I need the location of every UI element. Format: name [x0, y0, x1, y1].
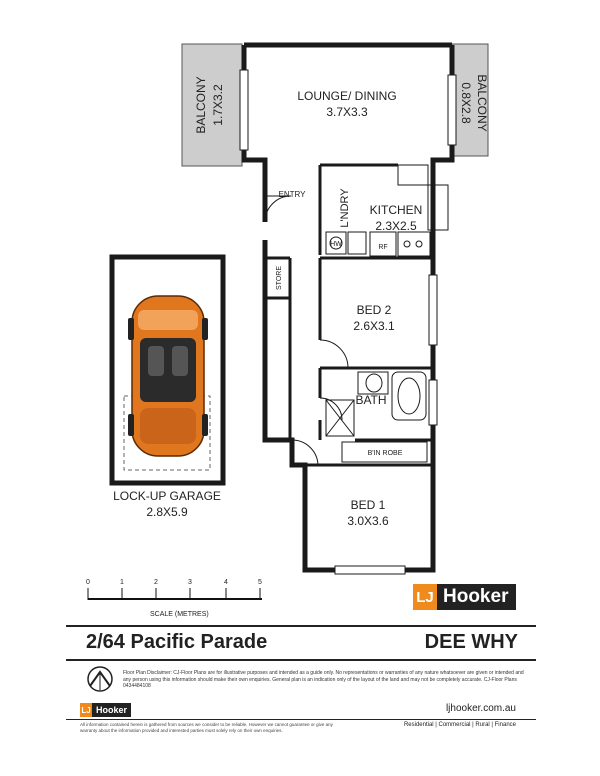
footer-divider [66, 719, 536, 720]
disclaimer-credit: CJ-Floor Plans 0434484108 [123, 676, 517, 690]
hw-label: HW [330, 241, 342, 248]
robe-label: B'IN ROBE [368, 450, 403, 457]
scale-tick: 3 [188, 579, 192, 586]
garage-size: 2.8X5.9 [146, 505, 188, 519]
windows [239, 69, 457, 575]
kitchen-size: 2.3X2.5 [375, 219, 417, 233]
balcony-left-label: BALCONY [194, 76, 208, 133]
footer-logo: LJ Hooker [80, 703, 132, 717]
lounge-label: LOUNGE/ DINING [297, 89, 396, 103]
suburb: DEE WHY [424, 631, 518, 653]
footer-url[interactable]: ljhooker.com.au [445, 703, 516, 714]
inner-walls [265, 163, 433, 467]
footer-logo-name: Hooker [92, 703, 132, 717]
disclaimer: Floor Plan Disclaimer: CJ-Floor Plans ar… [123, 670, 533, 690]
disclaimer-text: Floor Plan Disclaimer: CJ-Floor Plans ar… [123, 670, 524, 683]
footer-disclaimer: All information contained herein is gath… [80, 722, 333, 733]
bed2-label: BED 2 [357, 303, 392, 317]
footer-logo-mark: LJ [80, 703, 92, 717]
scale-tick: 0 [86, 579, 90, 586]
kitchen-benches [325, 164, 449, 257]
bath-fixtures [325, 371, 427, 437]
balcony-left-size: 1.7X3.2 [211, 84, 225, 126]
bath-label: BATH [355, 393, 386, 407]
logo-name: Hooker [437, 584, 517, 610]
balcony-left-area [181, 43, 243, 167]
balcony-right-label: BALCONY [475, 74, 489, 131]
street-address: 2/64 Pacific Parade [86, 631, 268, 653]
balcony-right-size: 0.8X2.8 [459, 82, 473, 124]
lj-hooker-logo: LJ Hooker [413, 584, 517, 610]
scale-caption: SCALE (METRES) [150, 611, 209, 618]
floor-plan: BALCONY 1.7X3.2 LOUNGE/ DINING 3.7X3.3 B… [86, 42, 489, 600]
bed1-size: 3.0X3.6 [347, 514, 389, 528]
rf-label: RF [378, 244, 387, 251]
bed2-size: 2.6X3.1 [353, 319, 395, 333]
footer: LJ Hooker ljhooker.com.au All informatio… [66, 700, 536, 742]
kitchen-label: KITCHEN [370, 203, 423, 217]
scale-tick: 4 [224, 579, 228, 586]
balcony-right-area [451, 43, 489, 157]
scale-bar: 0 1 2 3 4 5 [86, 579, 262, 600]
garage-walls [109, 254, 226, 486]
car-icon [128, 295, 208, 457]
lounge-size: 3.7X3.3 [326, 105, 368, 119]
address-bar: 2/64 Pacific Parade DEE WHY [66, 625, 536, 661]
footer-categories: Residential | Commercial | Rural | Finan… [403, 722, 516, 728]
logo-mark: LJ [413, 584, 437, 610]
scale-tick: 2 [154, 579, 158, 586]
entry-label: ENTRY [279, 190, 307, 199]
doors [264, 195, 349, 467]
garage-label: LOCK-UP GARAGE [113, 489, 221, 503]
robe-unit [341, 441, 428, 463]
outer-walls [241, 42, 455, 573]
bed1-label: BED 1 [351, 498, 386, 512]
floorplan-brand-icon [87, 666, 113, 692]
laundry-label: L'NDRY [339, 188, 351, 228]
store-label: STORE [276, 266, 283, 290]
scale-tick: 1 [120, 579, 124, 586]
scale-tick: 5 [258, 579, 262, 586]
